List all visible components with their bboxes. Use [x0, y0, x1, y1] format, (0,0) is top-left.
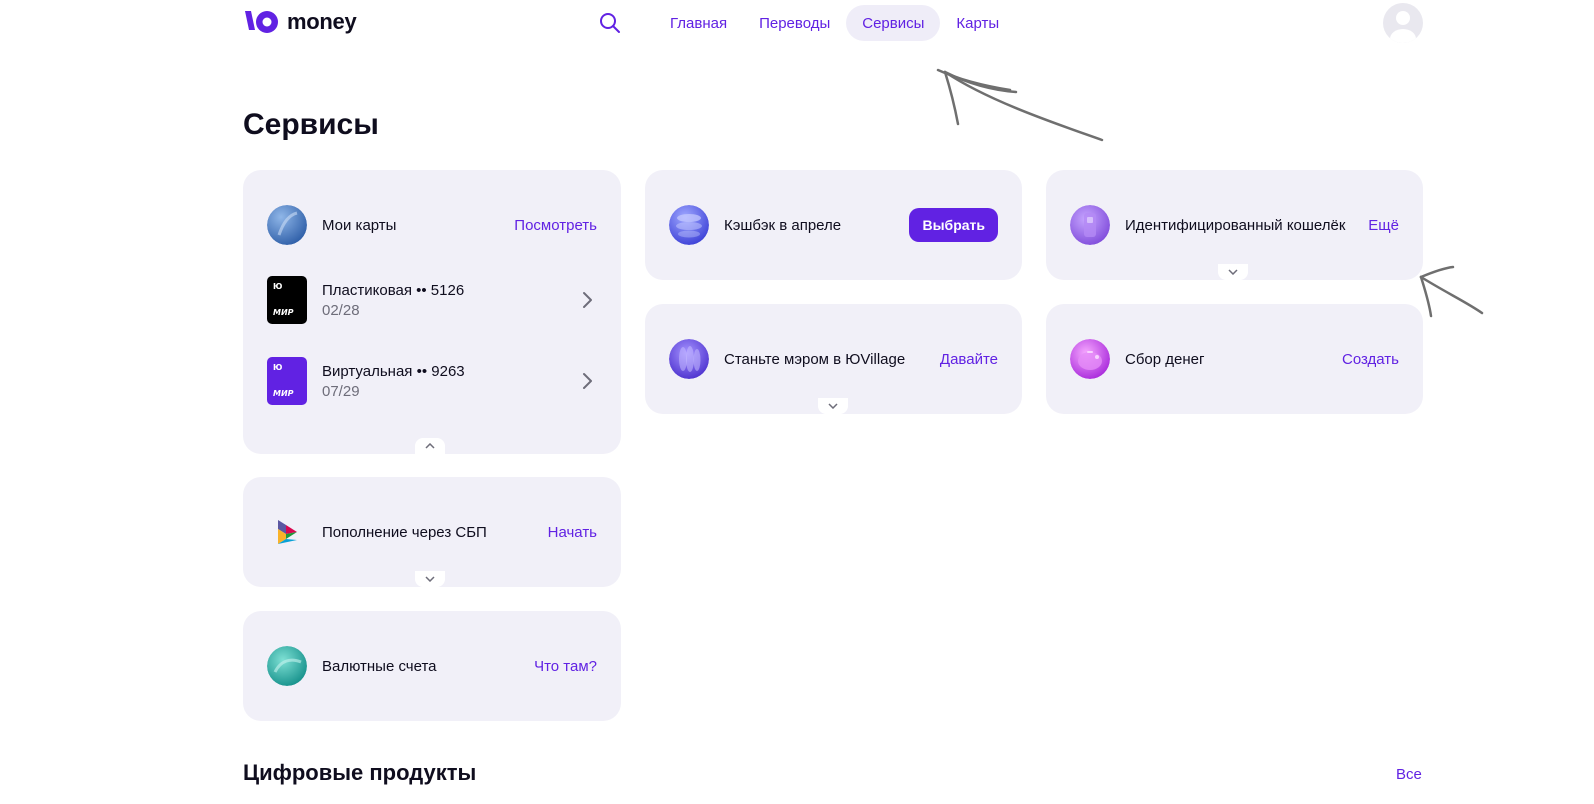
page-title: Сервисы: [243, 108, 379, 141]
sbp-title: Пополнение через СБП: [322, 523, 487, 541]
sbp-card: Пополнение через СБП Начать: [243, 477, 621, 587]
sbp-start-link[interactable]: Начать: [547, 523, 597, 541]
logo-text: money: [287, 9, 357, 34]
cashback-row: Кэшбэк в апреле Выбрать: [645, 205, 1022, 245]
wallet-icon: [1070, 205, 1110, 245]
fundraise-row: Сбор денег Создать: [1046, 339, 1423, 379]
currency-title: Валютные счета: [322, 657, 437, 675]
plastic-card-thumb: Ю МИР: [267, 276, 307, 324]
sbp-row: Пополнение через СБП Начать: [243, 512, 621, 552]
cashback-card: Кэшбэк в апреле Выбрать: [645, 170, 1022, 280]
chevron-down-icon: [828, 403, 838, 409]
cashback-title: Кэшбэк в апреле: [724, 216, 842, 234]
chevron-right-icon[interactable]: [577, 371, 597, 391]
nav-item-services[interactable]: Сервисы: [846, 5, 941, 41]
search-icon[interactable]: [598, 11, 622, 35]
card-name: Пластиковая •• 5126: [322, 281, 465, 299]
view-cards-link[interactable]: Посмотреть: [514, 216, 597, 234]
nav-item-transfers[interactable]: Переводы: [759, 14, 831, 32]
avatar[interactable]: [1383, 3, 1423, 43]
currency-accounts-card: Валютные счета Что там?: [243, 611, 621, 721]
virtual-card-thumb: Ю МИР: [267, 357, 307, 405]
digital-products-title: Цифровые продукты: [243, 760, 477, 785]
sbp-icon: [267, 512, 307, 552]
top-header: money Главная Переводы Сервисы Карты: [0, 0, 1594, 46]
mayor-title: Станьте мэром в ЮVillage: [724, 350, 906, 368]
logo[interactable]: money: [243, 8, 357, 36]
my-cards-icon: [267, 205, 307, 245]
main-nav: Главная Переводы Сервисы Карты: [654, 5, 1015, 41]
chevron-right-icon[interactable]: [577, 290, 597, 310]
mayor-card: Станьте мэром в ЮVillage Давайте: [645, 304, 1022, 414]
expand-tab[interactable]: [1218, 264, 1248, 280]
nav-item-cards[interactable]: Карты: [956, 14, 1000, 32]
card-item-plastic[interactable]: Ю МИР Пластиковая •• 5126 02/28: [243, 276, 621, 324]
fundraise-title: Сбор денег: [1125, 350, 1205, 368]
card-name: Виртуальная •• 9263: [322, 362, 465, 380]
mayor-link[interactable]: Давайте: [939, 350, 998, 368]
yoomoney-logo-icon: [245, 11, 278, 33]
card-expiry: 07/29: [322, 382, 360, 400]
wallet-title: Идентифицированный кошелёк: [1125, 216, 1346, 234]
piggy-bank-icon: [1070, 339, 1110, 379]
wallet-more-link[interactable]: Ещё: [1368, 216, 1399, 234]
chevron-up-icon: [425, 443, 435, 449]
village-icon: [669, 339, 709, 379]
chevron-down-icon: [425, 576, 435, 582]
cashback-icon: [669, 205, 709, 245]
user-icon: [1390, 11, 1416, 43]
nav-item-home[interactable]: Главная: [670, 14, 728, 32]
mayor-row: Станьте мэром в ЮVillage Давайте: [645, 339, 1022, 379]
expand-tab[interactable]: [415, 571, 445, 587]
card-item-virtual[interactable]: Ю МИР Виртуальная •• 9263 07/29: [243, 357, 621, 405]
my-cards-header: Мои карты Посмотреть: [243, 205, 621, 245]
my-cards-title: Мои карты: [322, 216, 397, 234]
fundraise-card: Сбор денег Создать: [1046, 304, 1423, 414]
create-fundraise-link[interactable]: Создать: [1341, 350, 1399, 368]
currency-more-link[interactable]: Что там?: [534, 657, 597, 675]
chevron-down-icon: [1228, 269, 1238, 275]
currency-row: Валютные счета Что там?: [243, 646, 621, 686]
choose-cashback-button[interactable]: Выбрать: [909, 208, 998, 242]
collapse-tab[interactable]: [415, 438, 445, 454]
expand-tab[interactable]: [818, 398, 848, 414]
wallet-row: Идентифицированный кошелёк Ещё: [1046, 205, 1423, 245]
currency-icon: [267, 646, 307, 686]
all-products-link[interactable]: Все: [1396, 766, 1422, 783]
my-cards-card: Мои карты Посмотреть Ю МИР Пластиковая •…: [243, 170, 621, 454]
card-expiry: 02/28: [322, 301, 360, 319]
identified-wallet-card: Идентифицированный кошелёк Ещё: [1046, 170, 1423, 280]
